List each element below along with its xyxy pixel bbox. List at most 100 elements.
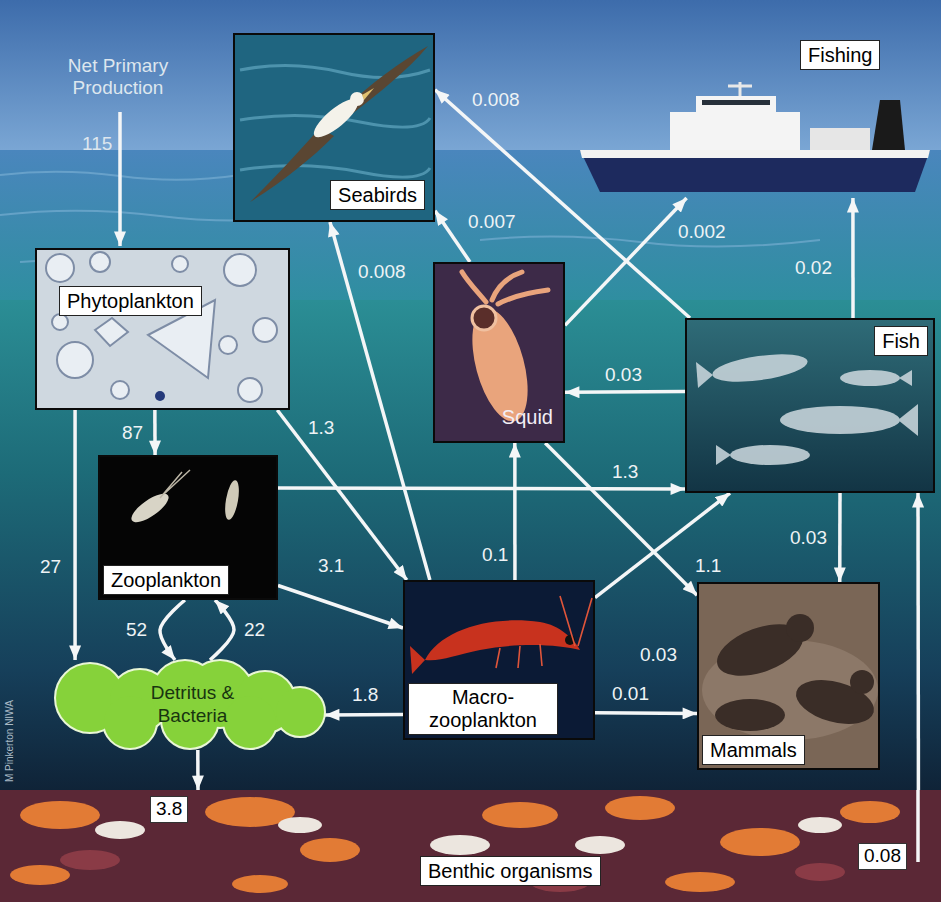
label-chip: Zooplankton <box>103 565 229 595</box>
flow-arrow <box>278 586 403 629</box>
node-label: Benthic organisms <box>428 859 593 883</box>
flow-value: 0.01 <box>612 684 649 705</box>
photo-ground <box>403 580 595 740</box>
flow-arrow <box>435 211 470 262</box>
flow-value: 87 <box>122 423 143 444</box>
input-label: Net Primary Production <box>38 55 198 99</box>
flow-value: 1.1 <box>695 556 721 577</box>
albatross-wing <box>345 46 428 114</box>
seabed <box>0 790 941 902</box>
flow-value: 0.02 <box>795 258 832 279</box>
sky <box>0 0 941 150</box>
flow-arrow <box>196 750 200 790</box>
phytoplankton-photo <box>35 248 290 410</box>
photo-ground <box>233 33 435 222</box>
flow-arrow <box>513 443 517 580</box>
node-label: Macro- zooplankton <box>416 686 550 732</box>
label-chip: Macro- zooplankton <box>408 683 558 735</box>
flow-arrow <box>545 443 697 595</box>
photo-ground <box>35 248 290 410</box>
activity-box: Fishing <box>575 38 935 198</box>
flow-value: 0.03 <box>605 365 642 386</box>
albatross-head <box>350 92 364 106</box>
flow-arrow <box>565 390 685 394</box>
copepod <box>223 479 242 520</box>
cloud-lobe <box>224 696 276 748</box>
flow-arrow <box>916 493 920 790</box>
node-label: Seabirds <box>338 183 417 207</box>
flow-value: 27 <box>40 557 61 578</box>
node-label: Mammals <box>710 738 797 762</box>
cloud-lobe <box>276 688 324 736</box>
flow-arrow <box>153 410 157 455</box>
ship-bridge <box>696 96 776 112</box>
ship-windows <box>702 100 770 105</box>
photo-box: Macro- zooplankton <box>403 580 595 740</box>
label-chip: Fishing <box>800 40 880 70</box>
ship-deckhouse <box>810 128 870 150</box>
flow-arrow <box>851 198 855 318</box>
flow-value: 0.008 <box>358 262 406 283</box>
copepod <box>127 489 172 527</box>
connectors <box>75 90 918 790</box>
flow-arrow <box>838 493 842 582</box>
flow-value: 3.1 <box>318 556 344 577</box>
squid-tentacles <box>462 272 548 304</box>
flow-value: 0.03 <box>790 528 827 549</box>
flow-value: 0.1 <box>482 545 508 566</box>
cloud-lobe <box>276 688 324 736</box>
flow-value: 1.8 <box>352 685 378 706</box>
squid-eye <box>472 306 496 330</box>
credit-watermark: M Pinkerton NIWA <box>4 700 16 782</box>
photo-ground <box>98 455 278 600</box>
flow-value: 0.08 <box>858 843 907 870</box>
ship-stripe <box>580 150 930 158</box>
cloud-lobe <box>104 696 156 748</box>
photo-box: Zooplankton <box>98 455 278 600</box>
label-chip: Squid <box>502 405 553 429</box>
node-label: Fish <box>882 329 920 353</box>
flow-arrow <box>278 486 685 490</box>
diatom-dot <box>155 391 165 401</box>
photo-box: Fish <box>685 318 935 493</box>
krill-photo <box>403 580 595 740</box>
node-label: Zooplankton <box>111 568 221 592</box>
flow-arrow <box>277 410 407 580</box>
flow-value: 0.007 <box>468 212 516 233</box>
photo-box: Squid <box>433 262 565 443</box>
diatoms <box>46 252 277 402</box>
node-label: Fishing <box>808 43 872 67</box>
label-chip: Mammals <box>702 735 805 765</box>
node-label: Squid <box>502 405 553 429</box>
flow-value: 52 <box>126 620 147 641</box>
benthic-flow-tail <box>916 790 920 862</box>
albatross-beak <box>362 88 374 100</box>
flow-arrow <box>595 711 697 715</box>
dark-sponges <box>60 850 845 892</box>
seabed-band: Benthic organisms <box>0 790 941 902</box>
flow-arrow <box>435 90 690 318</box>
fishing-vessel <box>580 82 930 192</box>
flow-value: 0.002 <box>678 222 726 243</box>
flow-arrow <box>210 600 234 660</box>
flow-value: 0.008 <box>472 90 520 111</box>
orange-sponges <box>10 796 900 893</box>
label-chip: Seabirds <box>330 180 425 210</box>
flow-arrow <box>73 410 77 660</box>
label-chip: Benthic organisms <box>420 856 601 886</box>
node-label: Detritus & Bacteria <box>128 682 258 728</box>
photo-ground <box>685 318 935 493</box>
flow-arrow <box>330 222 430 580</box>
label-chip: Fish <box>874 326 928 356</box>
ship-hull <box>580 150 930 192</box>
production-arrow <box>118 112 122 246</box>
flow-value: 1.3 <box>308 418 334 439</box>
cloud-lobe <box>224 696 276 748</box>
photo-ground <box>697 582 880 770</box>
label-chip: Detritus & Bacteria <box>128 682 258 728</box>
